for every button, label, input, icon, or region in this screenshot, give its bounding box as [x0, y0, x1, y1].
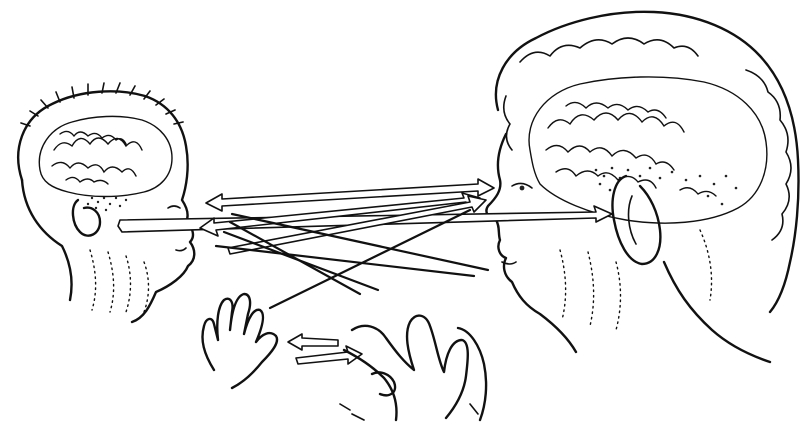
adult-neck-dotted-lines	[560, 230, 712, 330]
infant-ear	[73, 200, 100, 236]
infant-brain-folds	[52, 131, 142, 184]
adult-face-profile	[486, 134, 576, 352]
adult-brain-folds	[546, 102, 716, 196]
infant-brain-outline	[39, 116, 172, 196]
infant-mouth	[176, 248, 186, 251]
gesture-arrows	[288, 334, 362, 364]
infant-head	[18, 83, 194, 322]
infant-neck-dotted-lines	[90, 250, 149, 312]
adult-mouth	[502, 262, 516, 264]
adult-head	[486, 12, 798, 362]
infant-face-profile	[18, 91, 194, 322]
adult-hair-outline	[496, 12, 799, 312]
infant-back-of-head	[22, 180, 72, 300]
infant-hand-outline	[202, 294, 277, 388]
adult-hair-curls	[504, 38, 791, 240]
adult-ear	[613, 176, 661, 264]
adult-neck-contour	[664, 262, 770, 362]
infant-hand	[202, 294, 277, 388]
infant-hair	[21, 83, 183, 126]
adult-hand-sketch-lines	[340, 404, 478, 420]
gesture-arrow-left	[288, 334, 338, 350]
adult-hands	[340, 316, 486, 420]
infant-eye	[168, 206, 180, 208]
adult-pupil	[520, 186, 525, 191]
adult-brain-outline	[529, 77, 767, 223]
